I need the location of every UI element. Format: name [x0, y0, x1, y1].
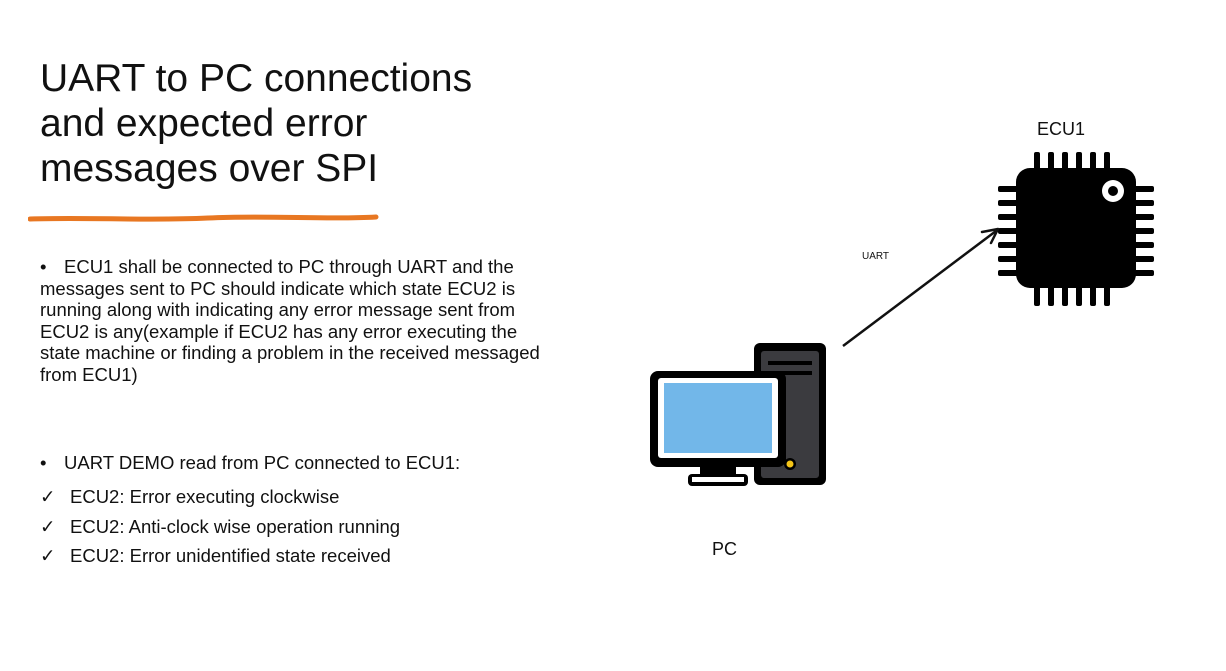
bullet-marker: •	[40, 256, 47, 277]
checkmark-list: ✓ ECU2: Error executing clockwise ✓ ECU2: …	[40, 482, 400, 571]
check-item: ✓ ECU2: Anti-clock wise operation running	[40, 512, 400, 542]
arrow-icon	[842, 227, 1000, 347]
uart-link-label: UART	[862, 251, 890, 262]
checkmark-icon: ✓	[40, 486, 56, 507]
microchip-icon	[998, 152, 1154, 306]
bullet-text: ECU1 shall be connected to PC through UA…	[40, 256, 540, 385]
checkmark-icon: ✓	[40, 515, 56, 537]
bullet-ecu1-uart: •ECU1 shall be connected to PC through U…	[40, 256, 540, 386]
check-item-text: ECU2: Error executing clockwise	[70, 486, 340, 507]
check-item: ✓ ECU2: Error executing clockwise	[40, 482, 400, 512]
check-item: ✓ ECU2: Error unidentified state received	[40, 541, 400, 571]
checkmark-icon: ✓	[40, 545, 56, 566]
title-line: UART to PC connections	[40, 57, 473, 100]
check-item-text: ECU2: Error unidentified state received	[70, 545, 391, 566]
bullet-marker: •	[40, 452, 47, 473]
title-underline	[28, 214, 379, 222]
title-line: messages over SPI	[40, 147, 379, 190]
check-item-text: ECU2: Anti-clock wise operation running	[70, 515, 401, 537]
ecu1-label: ECU1	[1037, 119, 1086, 139]
slide-title: UART to PC connections and expected erro…	[40, 56, 560, 191]
pc-label: PC	[712, 539, 738, 559]
bullet-uart-demo: • UART DEMO read from PC connected to ECU…	[40, 452, 540, 474]
bullet-text: UART DEMO read from PC connected to ECU1…	[64, 452, 461, 473]
title-line: and expected error	[40, 102, 368, 145]
desktop-computer-icon	[650, 343, 826, 486]
